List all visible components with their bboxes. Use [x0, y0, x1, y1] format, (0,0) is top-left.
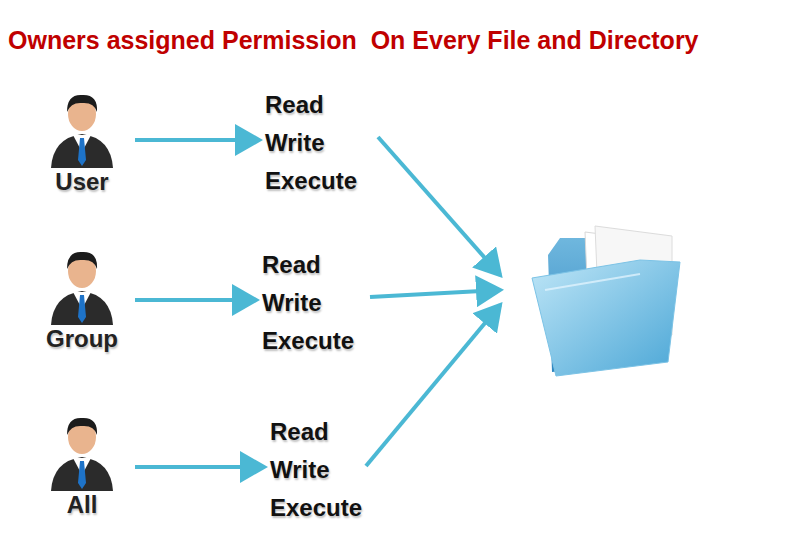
permission-list: ReadWriteExecute	[270, 413, 362, 527]
person-icon	[47, 411, 117, 491]
permission-text: Execute	[265, 162, 357, 200]
owner-node: User	[37, 88, 127, 196]
permission-list: ReadWriteExecute	[262, 246, 354, 360]
person-icon	[47, 88, 117, 168]
permission-text: Execute	[262, 322, 354, 360]
arrow-connector	[135, 138, 259, 142]
arrow-connector	[135, 465, 264, 469]
folder-icon	[532, 226, 680, 376]
permission-text: Execute	[270, 489, 362, 527]
owner-node: Group	[37, 245, 127, 353]
permission-text: Write	[262, 284, 354, 322]
permission-list: ReadWriteExecute	[265, 86, 357, 200]
owner-label: Group	[37, 325, 127, 353]
owner-label: User	[37, 168, 127, 196]
permission-text: Read	[262, 246, 354, 284]
owner-node: All	[37, 411, 127, 519]
owner-label: All	[37, 491, 127, 519]
person-icon	[47, 245, 117, 325]
leader-arrows	[366, 137, 500, 466]
permission-text: Write	[265, 124, 357, 162]
arrow-connector	[135, 298, 256, 302]
permission-text: Read	[265, 86, 357, 124]
permission-text: Read	[270, 413, 362, 451]
permission-text: Write	[270, 451, 362, 489]
diagram-title: Owners assigned Permission On Every File…	[8, 26, 699, 55]
